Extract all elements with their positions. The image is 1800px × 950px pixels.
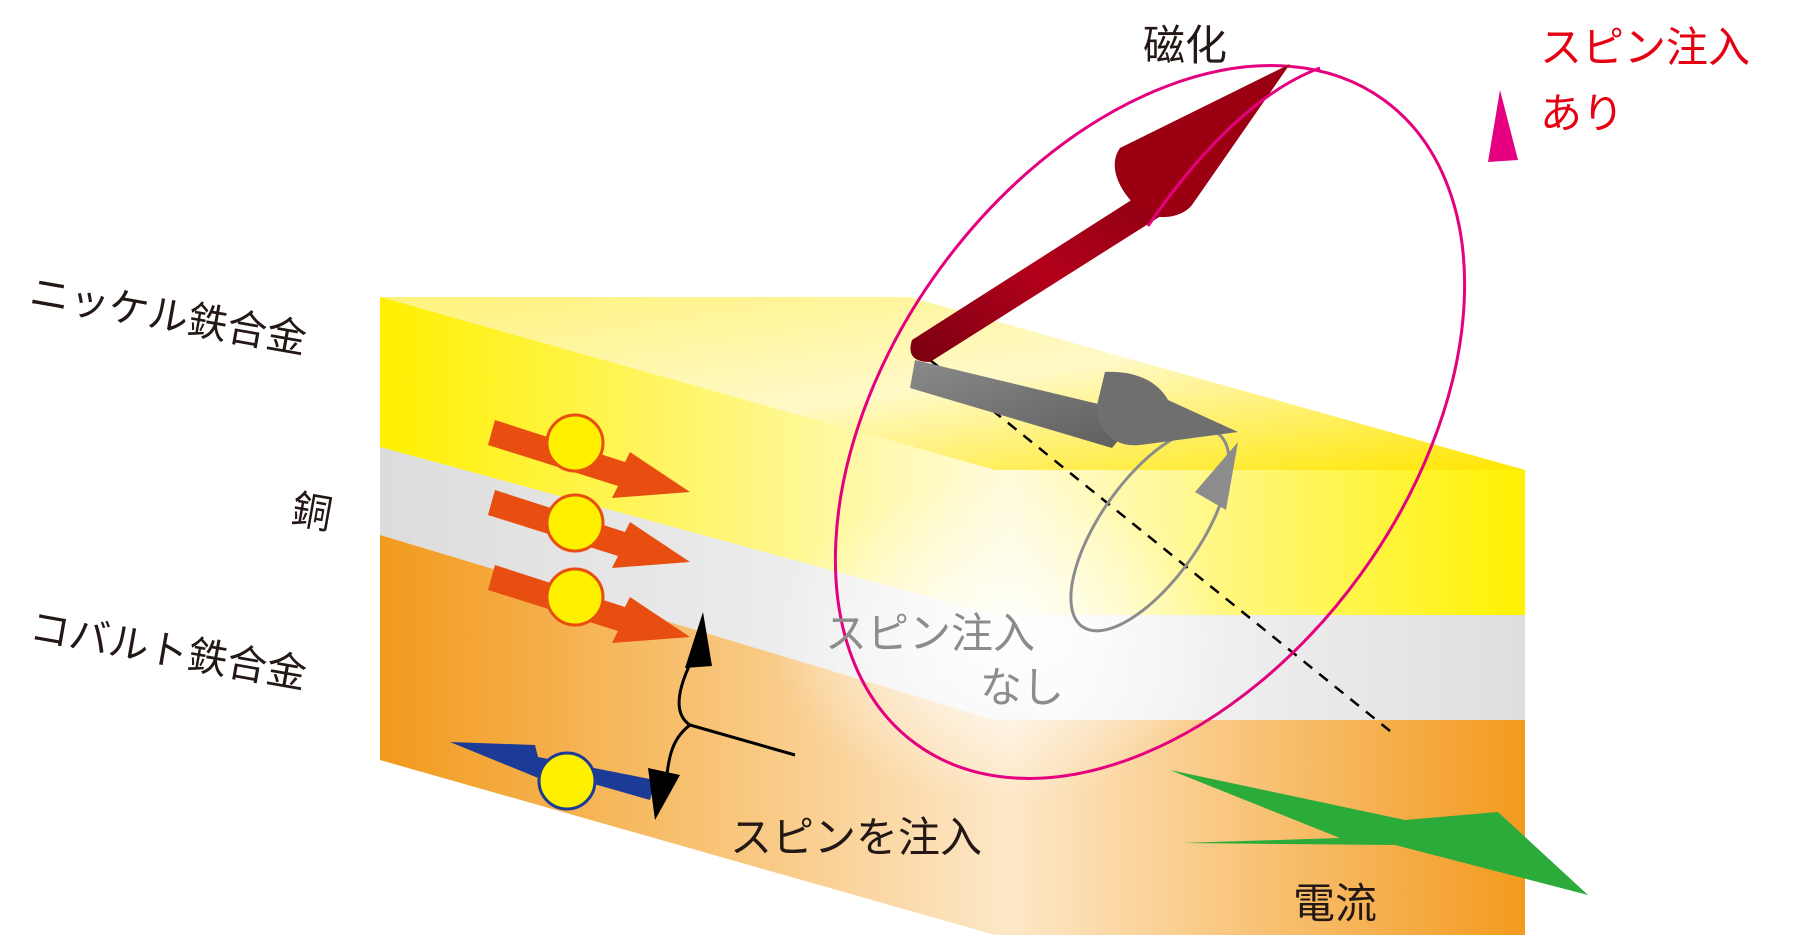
copper-layer (380, 447, 1525, 720)
magnetization-arrow-without-injection (910, 360, 1238, 448)
electron (537, 751, 597, 811)
large-precession-ellipse-front-segment (1146, 66, 1321, 227)
spin-split-up-arrowhead (685, 612, 712, 668)
injected-spins (488, 413, 690, 643)
label-magnetization: 磁化 (1143, 21, 1227, 70)
small-precession-arrowhead (1195, 442, 1238, 510)
label-copper: 銅 (288, 487, 335, 539)
injected-spin-3 (488, 565, 690, 643)
electron (545, 493, 605, 553)
injected-spin-2 (488, 490, 690, 568)
label-without-injection-line1: スピン注入 (825, 609, 1035, 658)
large-precession-ellipse (833, 64, 1467, 780)
large-precession-arrowhead (1488, 90, 1518, 162)
label-nickel-iron-alloy: ニッケル鉄合金 (26, 270, 310, 364)
injected-spin-1 (488, 413, 690, 498)
label-current: 電流 (1293, 879, 1377, 928)
label-with-injection-line1: スピン注入 (1540, 23, 1750, 72)
electron (545, 413, 605, 473)
spin-split-down-arrowhead (648, 768, 680, 820)
label-without-injection-line2: なし (980, 663, 1064, 712)
current-arrow (1170, 770, 1588, 895)
precession-with-injection (833, 64, 1467, 780)
label-inject-spin: スピンを注入 (730, 813, 982, 862)
magnetization-arrow-with-injection (910, 64, 1290, 362)
label-cobalt-iron-alloy: コバルト鉄合金 (26, 605, 310, 699)
reflected-spin (450, 742, 655, 811)
electron (545, 567, 605, 627)
label-with-injection-line2: あり (1540, 89, 1624, 138)
center-highlight (770, 480, 1230, 800)
nickel-iron-layer-face (380, 297, 1525, 615)
